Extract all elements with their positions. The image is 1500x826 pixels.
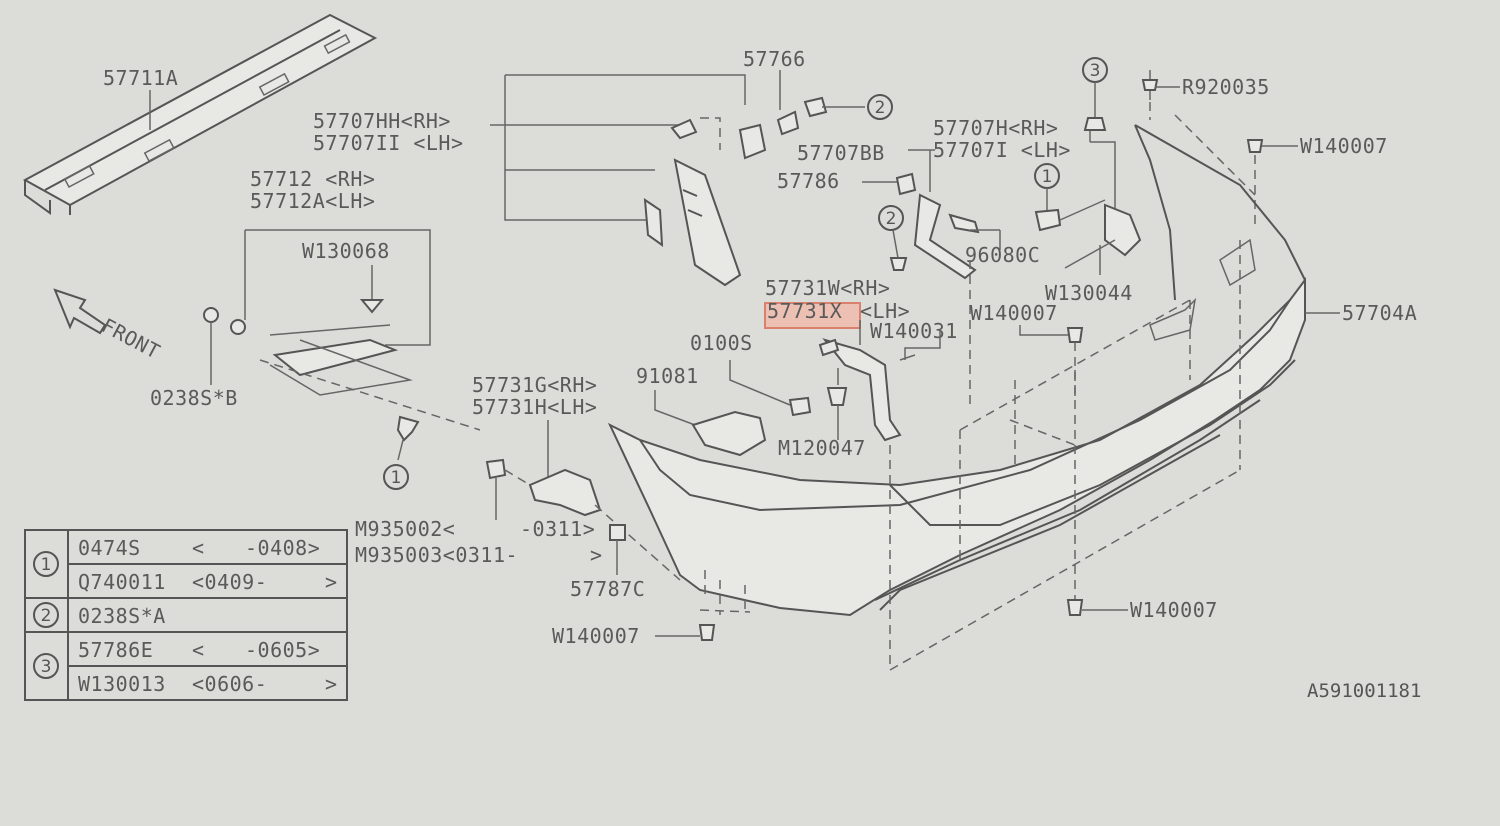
label-R920035: R920035 (1182, 75, 1270, 99)
front-arrow-icon (53, 288, 107, 335)
label-57712: 57712 <RH> (250, 167, 375, 191)
table-ref-1: 1 (41, 555, 52, 575)
label-W130068: W130068 (302, 239, 390, 263)
table-part-2: 0238S*A (78, 604, 166, 628)
label-M120047: M120047 (778, 436, 866, 460)
label-W140007-top: W140007 (1300, 134, 1388, 158)
label-57731X-side: <LH> (860, 299, 910, 323)
label-57707II: 57707II <LH> (313, 131, 464, 155)
table-ref-3: 3 (41, 657, 52, 677)
table-to-3: -0605> (245, 638, 320, 662)
drawing-code: A591001181 (1307, 680, 1421, 702)
label-57711A: 57711A (103, 66, 178, 90)
highlight-57731X (764, 302, 861, 329)
label-57731H: 57731H<LH> (472, 395, 597, 419)
label-57707H: 57707H<RH> (933, 116, 1058, 140)
label-91081: 91081 (636, 364, 699, 388)
label-0238SB: 0238S*B (150, 386, 238, 410)
table-to-4: > (325, 672, 338, 696)
table-from-1: <0409- (192, 570, 267, 594)
label-57707HH: 57707HH<RH> (313, 109, 451, 133)
beam-57711A (22, 13, 378, 215)
label-front: FRONT (98, 313, 165, 364)
label-W140031: W140031 (870, 319, 958, 343)
callout-2-top: 2 (875, 98, 886, 118)
label-96080C: 96080C (965, 243, 1040, 267)
label-W130044: W130044 (1045, 281, 1133, 305)
reference-table: 1 2 3 0474S < -0408> Q740011 <0409- > 02… (24, 529, 348, 701)
table-part-0: 0474S (78, 536, 141, 560)
bumper-cover-57704A (607, 124, 1306, 617)
label-57731W: 57731W<RH> (765, 276, 890, 300)
table-from-0: < (192, 536, 205, 560)
label-57707BB: 57707BB (797, 141, 885, 165)
label-W140007-mid: W140007 (970, 301, 1058, 325)
callout-3: 3 (1090, 61, 1101, 81)
label-0100S: 0100S (690, 331, 753, 355)
table-ref-2: 2 (41, 606, 52, 626)
label-57731G: 57731G<RH> (472, 373, 597, 397)
table-from-3: < (192, 638, 205, 662)
label-W140007-bottom-right: W140007 (1130, 598, 1218, 622)
label-W140007-bottom-left: W140007 (552, 624, 640, 648)
callout-1-right: 1 (1042, 167, 1053, 187)
label-57787C: 57787C (570, 577, 645, 601)
table-to-0: -0408> (245, 536, 320, 560)
table-to-1: > (325, 570, 338, 594)
label-57766: 57766 (743, 47, 806, 71)
label-57731X: 57731X (767, 299, 842, 323)
table-part-4: W130013 (78, 672, 166, 696)
label-57704A: 57704A (1342, 301, 1417, 325)
label-M935002-range: -0311> (520, 517, 595, 541)
label-M935003: M935003<0311- (355, 543, 518, 567)
label-M935002: M935002< (355, 517, 455, 541)
table-from-4: <0606- (192, 672, 267, 696)
label-57707I: 57707I <LH> (933, 138, 1071, 162)
callout-1-left: 1 (391, 468, 402, 488)
callout-2-mid: 2 (886, 209, 897, 229)
table-part-3: 57786E (78, 638, 153, 662)
table-part-1: Q740011 (78, 570, 166, 594)
label-57786: 57786 (777, 169, 840, 193)
label-57712A: 57712A<LH> (250, 189, 375, 213)
label-M935003-range: > (590, 543, 603, 567)
